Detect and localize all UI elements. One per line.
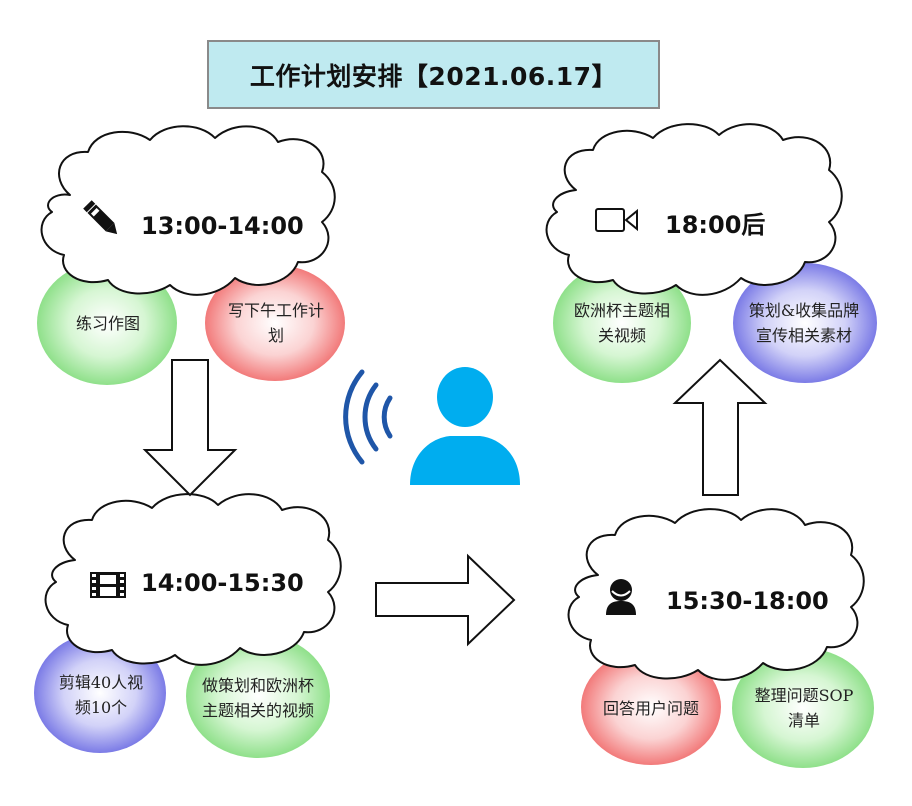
flow-arrows	[142, 358, 768, 647]
arrow-up	[672, 358, 768, 496]
cloud-slot-2	[44, 493, 342, 666]
task-text-brand-material: 策划&收集品牌宣传相关素材	[748, 300, 860, 345]
film-icon	[90, 572, 126, 598]
video-camera-icon	[595, 208, 638, 232]
task-text-euro-cup-plan: 做策划和欧洲杯主题相关的视频	[201, 675, 314, 720]
task-text-video-edit: 剪辑40人视频10个	[58, 673, 144, 717]
task-bubble-answer-users	[581, 649, 721, 765]
arrow-right	[375, 553, 516, 647]
task-text-sop-list: 整理问题SOP清单	[754, 686, 854, 730]
time-label-slot-2: 14:00-15:30	[141, 569, 304, 597]
cloud-slot-1	[40, 125, 336, 296]
task-bubble-euro-cup-plan	[186, 634, 330, 758]
user-icon	[606, 579, 636, 615]
person-broadcast-icon	[343, 367, 520, 485]
cloud-slot-3	[567, 508, 865, 681]
task-text-practice-drawing: 练习作图	[75, 313, 140, 333]
task-bubbles	[34, 261, 877, 768]
page-title: 工作计划安排【2021.06.17】	[207, 40, 660, 109]
wifi-signal-icon	[343, 369, 393, 465]
arrow-down	[142, 359, 238, 497]
task-text-afternoon-plan: 写下午工作计划	[227, 301, 324, 345]
person-icon	[410, 367, 520, 485]
task-bubble-brand-material	[733, 263, 877, 383]
time-label-slot-3: 15:30-18:00	[666, 587, 829, 615]
task-bubble-afternoon-plan	[205, 265, 345, 381]
task-bubble-sop-list	[732, 648, 874, 768]
time-label-slot-1: 13:00-14:00	[141, 212, 304, 240]
cloud-slot-4	[545, 123, 843, 296]
clouds	[40, 123, 865, 681]
task-text-euro-cup-video: 欧洲杯主题相关视频	[573, 301, 670, 345]
pencil-icon	[83, 200, 118, 235]
task-text-answer-users: 回答用户问题	[602, 698, 699, 718]
time-label-slot-4: 18:00后	[665, 211, 766, 239]
